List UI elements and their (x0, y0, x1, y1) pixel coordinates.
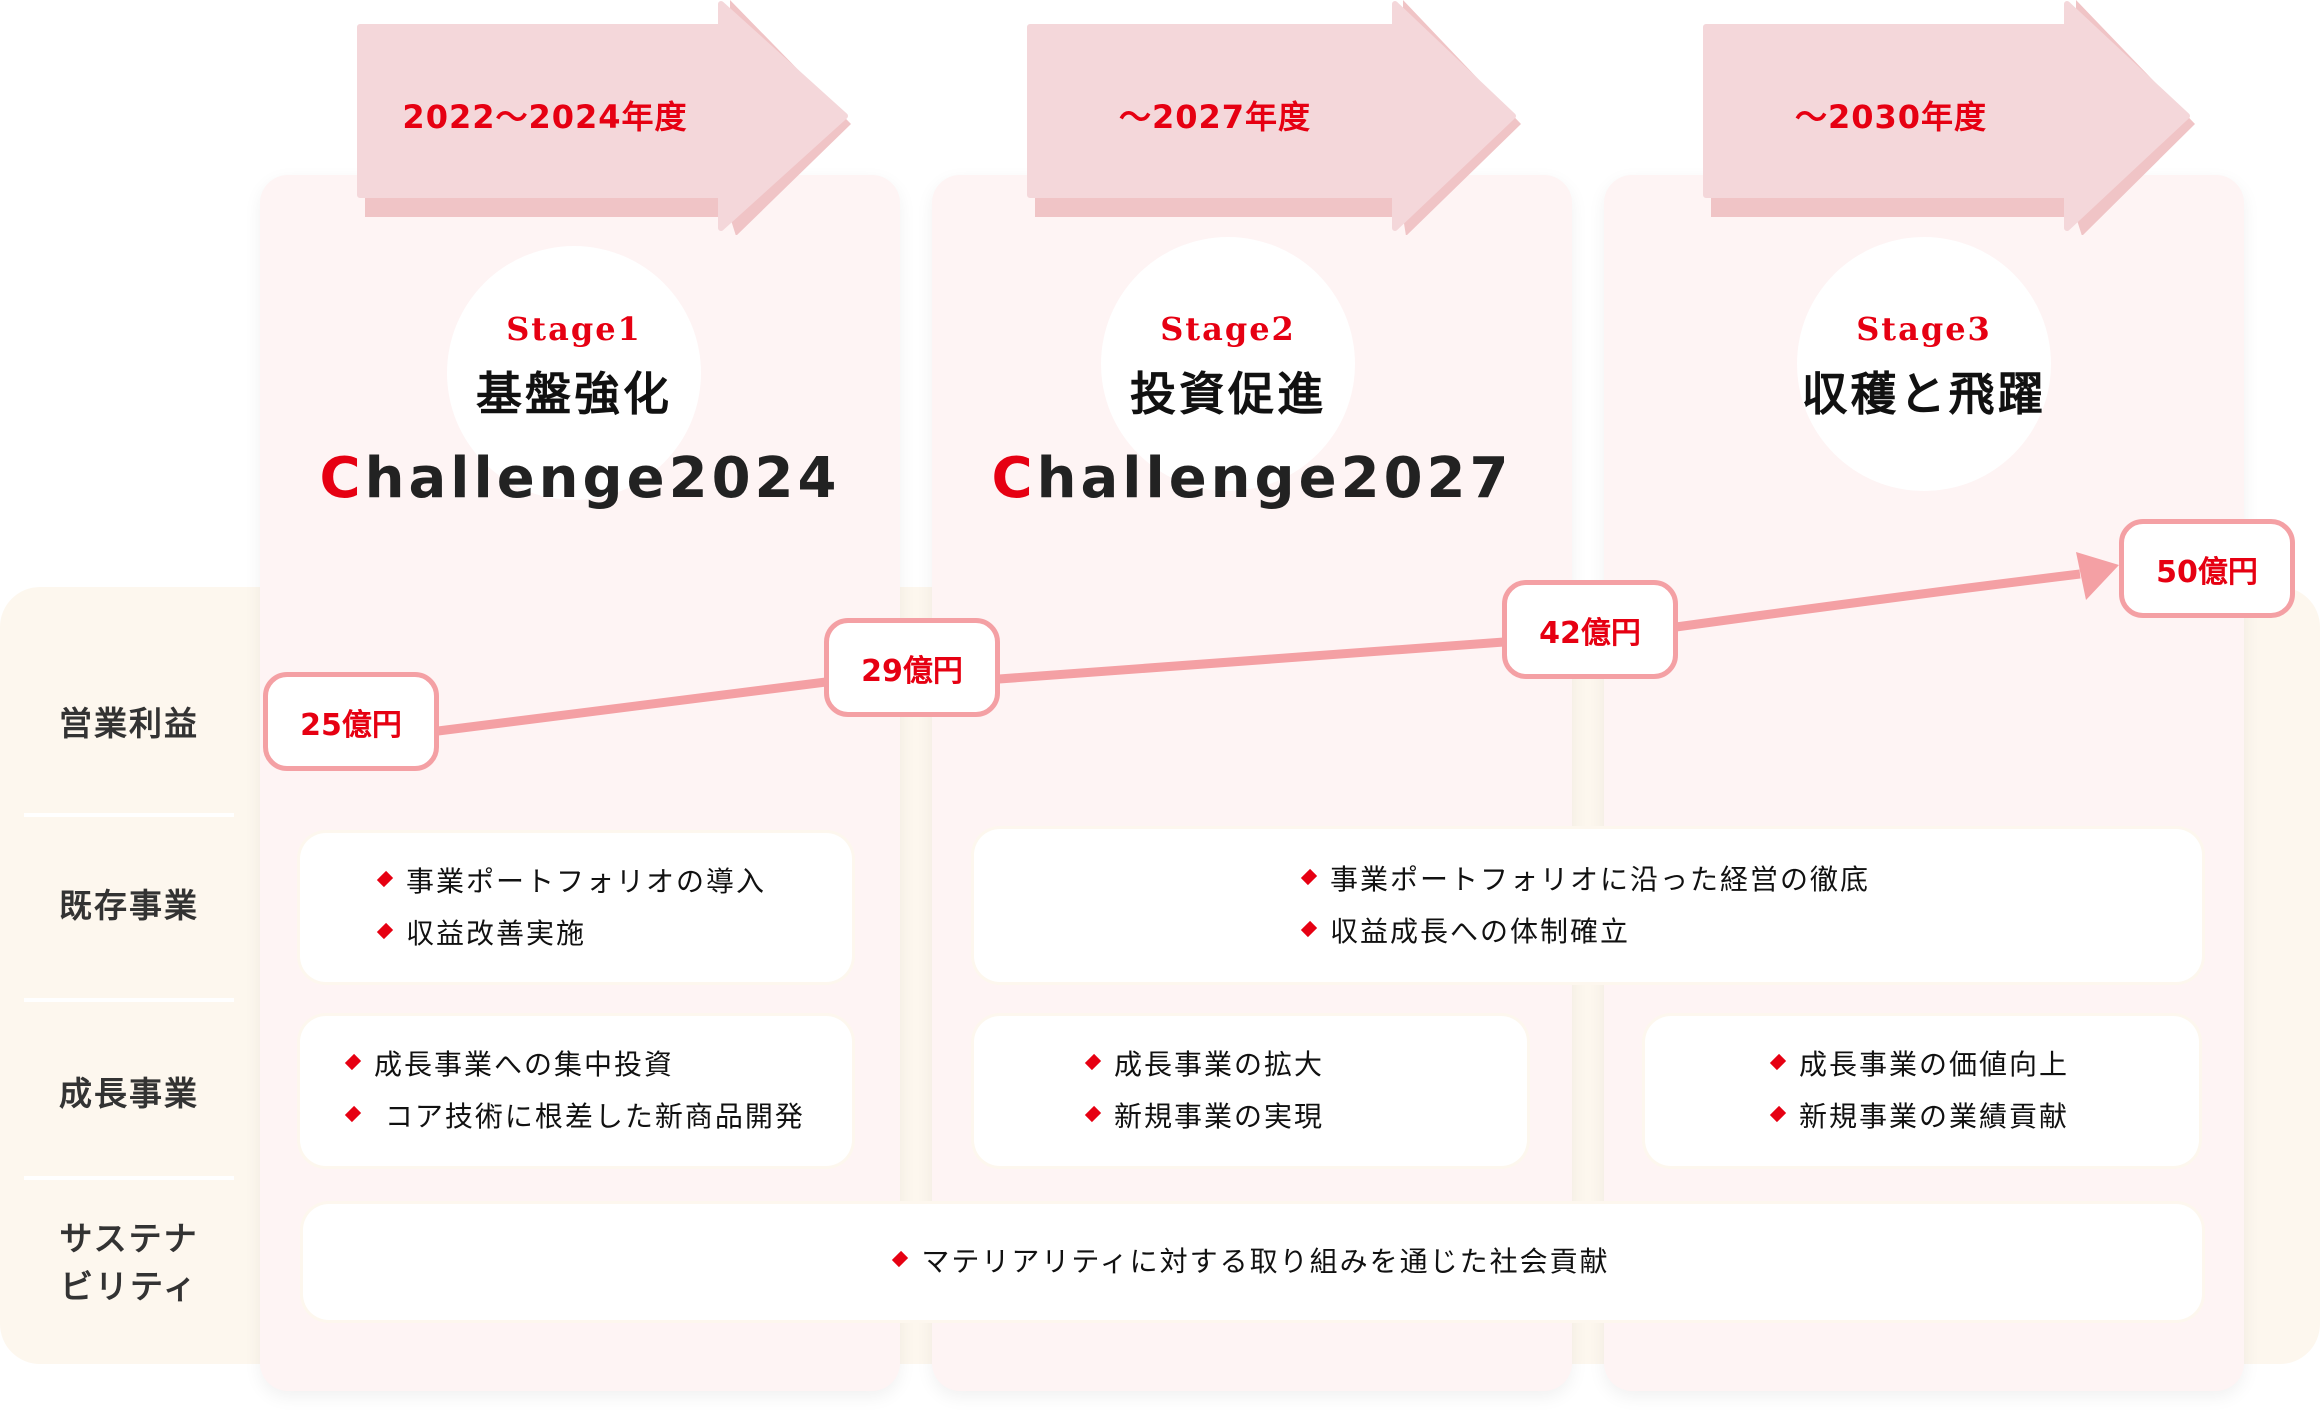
row-divider (24, 813, 234, 817)
row-label-sustainability: サステナ ビリティ (24, 1215, 234, 1311)
period-arrow-2: 〜2027年度 (1025, 0, 1525, 235)
growth-business-box-3: 成長事業の価値向上 新規事業の業績貢献 (1645, 1016, 2199, 1166)
item-text: 新規事業の業績貢献 (1799, 1100, 2070, 1133)
period-label-1: 2022〜2024年度 (402, 98, 688, 136)
list-item: 事業ポートフォリオに沿った経営の徹底 (1300, 854, 2202, 906)
row-label-line: ビリティ (59, 1266, 199, 1306)
stage-circle-3 (1797, 237, 2051, 491)
diamond-bullet-icon (1769, 1105, 1787, 1123)
item-text: 収益成長への体制確立 (1330, 914, 1631, 948)
profit-value-box: 29億円 (824, 618, 1000, 717)
challenge-title-2: Challenge2027 (972, 446, 1532, 511)
challenge-initial: C (991, 446, 1037, 511)
growth-business-box-1: 成長事業への集中投資 コア技術に根差した新商品開発 (300, 1016, 852, 1166)
challenge-rest: hallenge2027 (1036, 446, 1513, 511)
item-text: 新規事業の実現 (1114, 1100, 1325, 1133)
diamond-bullet-icon (1084, 1053, 1102, 1071)
diamond-bullet-icon (892, 1250, 909, 1268)
diamond-bullet-icon (1300, 920, 1318, 937)
row-divider (24, 1176, 234, 1180)
challenge-initial: C (319, 446, 365, 511)
stage-title-1: 基盤強化 (476, 367, 672, 421)
diamond-bullet-icon (1769, 1053, 1787, 1071)
arrow-shape-icon (1027, 0, 1521, 235)
arrow-shape-icon (1703, 0, 2195, 235)
profit-value-box: 42億円 (1502, 580, 1678, 679)
list-item: 収益成長への体制確立 (1300, 906, 2202, 958)
list-item: 新規事業の業績貢献 (1769, 1091, 2199, 1143)
list-item: 成長事業の価値向上 (1769, 1039, 2199, 1091)
stage-label-3: Stage3 (1856, 310, 1992, 348)
row-divider (24, 998, 234, 1002)
period-arrow-1: 2022〜2024年度 (355, 0, 855, 235)
sustainability-box: マテリアリティに対する取り組みを通じた社会貢献 (303, 1204, 2202, 1320)
list-item: 事業ポートフォリオの導入 (376, 856, 852, 908)
existing-business-box-1: 事業ポートフォリオの導入 収益改善実施 (300, 833, 852, 982)
row-label-growth-business: 成長事業 (59, 1074, 199, 1113)
item-text: 成長事業の価値向上 (1799, 1048, 2070, 1081)
profit-value-box: 50億円 (2119, 519, 2295, 618)
item-text: 成長事業の拡大 (1114, 1048, 1325, 1081)
stage-label-1: Stage1 (506, 310, 642, 348)
challenge-title-1: Challenge2024 (300, 446, 860, 511)
growth-business-box-2: 成長事業の拡大 新規事業の実現 (974, 1016, 1527, 1166)
list-item: 新規事業の実現 (1084, 1091, 1527, 1143)
diamond-bullet-icon (376, 870, 394, 887)
list-item: マテリアリティに対する取り組みを通じた社会貢献 (892, 1236, 1610, 1288)
arrow-shape-icon (357, 0, 851, 235)
list-item: 成長事業の拡大 (1084, 1039, 1527, 1091)
item-text: コア技術に根差した新商品開発 (374, 1100, 805, 1133)
diamond-bullet-icon (1084, 1105, 1102, 1123)
diamond-bullet-icon (344, 1105, 362, 1123)
row-label-existing-business: 既存事業 (59, 886, 199, 925)
item-text: 収益改善実施 (406, 916, 587, 950)
stage-label-2: Stage2 (1160, 310, 1296, 348)
diamond-bullet-icon (344, 1053, 362, 1071)
list-item: 成長事業への集中投資 (344, 1039, 852, 1091)
challenge-rest: hallenge2024 (364, 446, 841, 511)
item-text: 成長事業への集中投資 (374, 1048, 675, 1081)
item-text: 事業ポートフォリオに沿った経営の徹底 (1330, 862, 1871, 896)
diamond-bullet-icon (376, 922, 394, 939)
period-label-2: 〜2027年度 (1118, 98, 1312, 136)
row-label-operating-profit: 営業利益 (59, 704, 199, 743)
profit-value-box: 25億円 (263, 672, 439, 771)
list-item: コア技術に根差した新商品開発 (344, 1091, 852, 1143)
existing-business-box-2-3: 事業ポートフォリオに沿った経営の徹底 収益成長への体制確立 (974, 829, 2202, 982)
period-arrow-3: 〜2030年度 (1701, 0, 2201, 235)
diamond-bullet-icon (1300, 868, 1318, 885)
stage-title-3: 収穫と飛躍 (1801, 367, 2047, 421)
list-item: 収益改善実施 (376, 908, 852, 960)
item-text: マテリアリティに対する取り組みを通じた社会貢献 (921, 1245, 1610, 1278)
stage-circle-2 (1101, 237, 1355, 491)
stage-circle-1 (447, 246, 701, 500)
stage-title-2: 投資促進 (1130, 367, 1326, 421)
period-label-3: 〜2030年度 (1794, 98, 1988, 136)
item-text: 事業ポートフォリオの導入 (406, 864, 767, 898)
row-label-line: サステナ (59, 1219, 199, 1258)
